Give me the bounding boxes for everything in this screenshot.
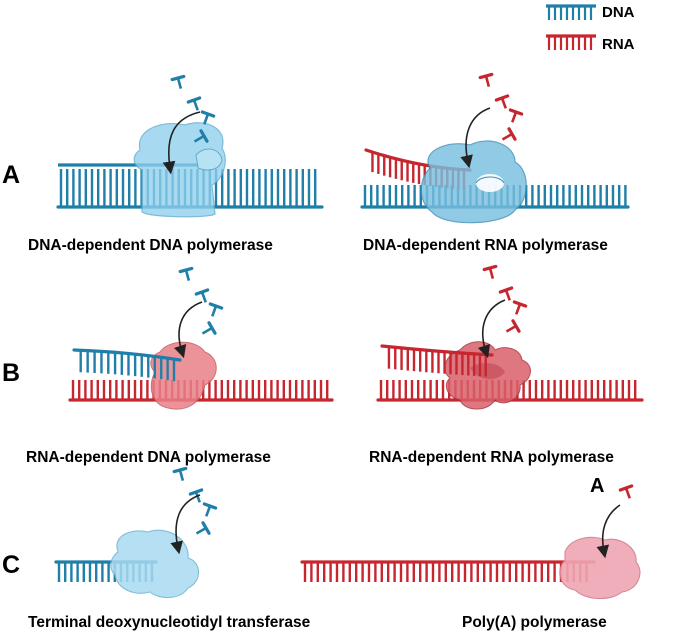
row-letter-a: A xyxy=(2,161,20,189)
row-a: A DNA-dependent DNA polymerase DNA-depen… xyxy=(2,72,630,254)
nucleotide-icon xyxy=(478,72,494,87)
nucleotide-icon xyxy=(482,264,498,279)
terminal-transferase-panel: Terminal deoxynucleotidyl transferase xyxy=(28,466,311,631)
row-letter-c: C xyxy=(2,551,20,579)
nucleotide-icon xyxy=(188,488,204,503)
poly-a-polymerase-enzyme xyxy=(559,536,641,600)
row-b: B RNA-dependent DNA polymerase RNA-depen… xyxy=(2,264,644,466)
tdt-enzyme xyxy=(110,529,200,599)
caption-dna-dependent-dna-polymerase: DNA-dependent DNA polymerase xyxy=(28,237,273,254)
dna-nucleotides xyxy=(170,74,216,143)
dna-nucleotides xyxy=(178,266,224,335)
row-c: C Terminal deoxynucleotidyl transferase … xyxy=(2,466,641,631)
row-letter-b: B xyxy=(2,359,20,387)
nucleotide-icon xyxy=(178,266,194,281)
nucleotide-icon xyxy=(208,302,224,317)
caption-rna-dependent-rna-polymerase: RNA-dependent RNA polymerase xyxy=(369,449,614,466)
rna-dependent-dna-polymerase-panel: RNA-dependent DNA polymerase xyxy=(26,266,334,466)
rna-product-strand xyxy=(380,344,494,377)
dna-nucleotides xyxy=(172,466,218,535)
caption-poly-a-polymerase: Poly(A) polymerase xyxy=(462,614,607,631)
nucleotide-icon xyxy=(186,96,202,111)
nucleotide-icon xyxy=(202,502,218,517)
rdrp-enzyme xyxy=(444,341,531,410)
incorporation-arrow xyxy=(162,111,201,175)
legend-dna-label: DNA xyxy=(602,4,635,21)
incorporation-arrow xyxy=(460,107,491,169)
adenosine-label: A xyxy=(590,475,604,497)
incorporation-arrow xyxy=(477,299,506,359)
nucleotide-icon xyxy=(194,288,210,303)
rna-nucleotides xyxy=(478,72,524,141)
caption-dna-dependent-rna-polymerase: DNA-dependent RNA polymerase xyxy=(363,237,608,254)
nucleotide-icon xyxy=(170,74,186,89)
nucleotide-icon xyxy=(200,110,216,125)
incorporation-arrow xyxy=(596,504,621,559)
nucleotide-icon xyxy=(172,466,188,481)
nucleotide-icon xyxy=(508,108,524,123)
rna-single-strand xyxy=(300,560,596,582)
dna-legend-icon xyxy=(546,4,596,20)
rna-dependent-rna-polymerase-panel: RNA-dependent RNA polymerase xyxy=(369,264,644,466)
nucleotide-icon xyxy=(195,521,211,535)
legend: DNA RNA xyxy=(546,4,635,53)
rna-legend-icon xyxy=(546,34,596,50)
rna-nucleotides xyxy=(482,264,528,333)
rna-polymerase-enzyme xyxy=(420,140,527,224)
poly-a-polymerase-panel: A Poly(A) polymerase xyxy=(300,475,641,631)
nucleotide-icon xyxy=(505,319,521,333)
nucleotide-icon xyxy=(201,321,217,335)
dna-dependent-rna-polymerase-panel: DNA-dependent RNA polymerase xyxy=(360,72,630,254)
dna-dependent-dna-polymerase-panel: DNA-dependent DNA polymerase xyxy=(28,74,324,254)
nucleotide-icon xyxy=(512,300,528,315)
incorporation-arrow xyxy=(170,494,201,555)
nucleotide-icon xyxy=(494,94,510,109)
caption-terminal-transferase: Terminal deoxynucleotidyl transferase xyxy=(28,614,311,631)
nucleotide-icon xyxy=(618,484,634,499)
nucleotide-icon xyxy=(501,127,517,141)
nucleotide-icon xyxy=(193,129,209,143)
legend-rna-label: RNA xyxy=(602,36,635,53)
adenosine-nucleotide xyxy=(618,484,634,499)
nucleotide-icon xyxy=(498,286,514,301)
dna-product-strand xyxy=(72,348,182,382)
incorporation-arrow xyxy=(173,301,203,359)
dna-polymerase-enzyme xyxy=(133,122,226,218)
caption-rna-dependent-dna-polymerase: RNA-dependent DNA polymerase xyxy=(26,449,271,466)
